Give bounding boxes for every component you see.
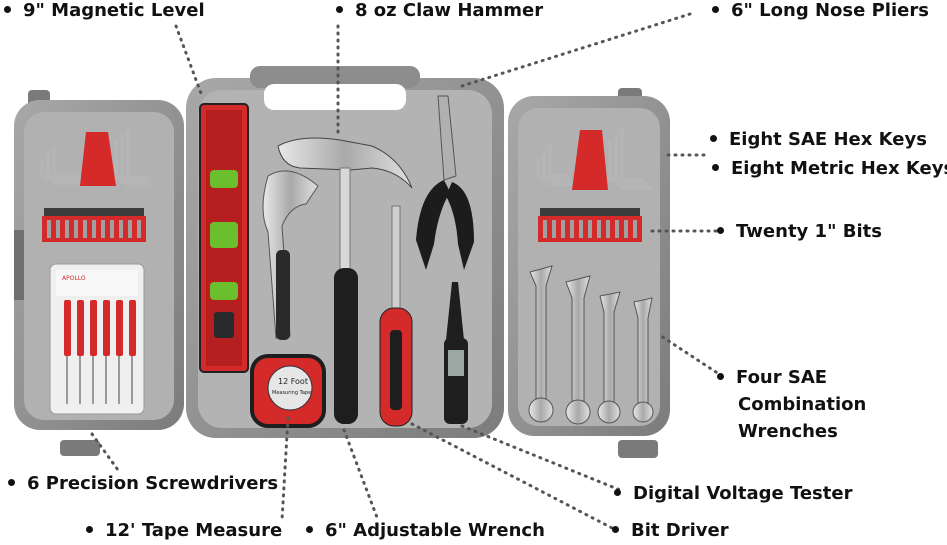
bullet-icon [717, 372, 724, 380]
tape-measure: 12 Foot Measuring Tape [250, 354, 326, 428]
combination-wrenches [528, 265, 654, 425]
hex-key-set-right [536, 128, 652, 190]
screwdriver-case-brand: APOLLO [62, 275, 86, 282]
hex-key-set-left [40, 128, 152, 188]
leader-long-nose-pliers [460, 12, 692, 88]
label-tape-measure: 12' Tape Measure [86, 517, 282, 544]
leader-magnetic-level [174, 24, 204, 98]
label-metric-hex-keys: Eight Metric Hex Keys [712, 155, 947, 182]
label-voltage-tester: Digital Voltage Tester [614, 480, 852, 507]
adjustable-wrench [262, 170, 319, 340]
tape-label-line1: 12 Foot [278, 377, 308, 386]
bit-strip-left [42, 208, 146, 242]
leader-bit-driver [410, 422, 614, 530]
label-bit-driver: Bit Driver [612, 517, 729, 544]
bit-strip-right [538, 208, 642, 242]
label-sae-hex-keys: Eight SAE Hex Keys [710, 126, 927, 153]
leader-precision-screwdrivers [90, 432, 120, 472]
bullet-icon [336, 5, 343, 13]
long-nose-pliers [416, 95, 474, 270]
tape-label-line2: Measuring Tape [272, 390, 311, 396]
leader-lines [90, 12, 724, 530]
bullet-icon [717, 226, 724, 234]
precision-screwdriver-case: APOLLO [49, 263, 145, 415]
claw-hammer [277, 137, 413, 424]
leader-wrenches [656, 332, 724, 378]
bit-driver [379, 205, 413, 427]
label-wrenches-line3: Wrenches [738, 421, 838, 442]
label-adjustable-wrench: 6" Adjustable Wrench [306, 517, 545, 544]
label-long-nose-pliers: 6" Long Nose Pliers [712, 0, 929, 24]
leader-tape-measure [280, 416, 290, 522]
magnetic-level [199, 103, 249, 373]
label-precision-screwdrivers: 6 Precision Screwdrivers [8, 470, 278, 497]
bullet-icon [8, 478, 15, 486]
leader-adjustable-wrench [342, 428, 380, 522]
label-bits: Twenty 1" Bits [717, 218, 882, 245]
bullet-icon [86, 525, 93, 533]
voltage-tester [444, 282, 468, 424]
leader-voltage-tester [460, 424, 622, 492]
label-claw-hammer: 8 oz Claw Hammer [336, 0, 543, 24]
center-case-panel: 12 Foot Measuring Tape [186, 66, 504, 438]
bullet-icon [612, 525, 619, 533]
bullet-icon [712, 5, 719, 13]
bullet-icon [306, 525, 313, 533]
right-case-panel [508, 88, 670, 458]
left-case-panel: APOLLO [14, 90, 184, 456]
bullet-icon [4, 5, 11, 13]
label-magnetic-level: 9" Magnetic Level [4, 0, 205, 24]
bullet-icon [614, 488, 621, 496]
label-wrenches: Four SAE [717, 364, 827, 391]
bullet-icon [710, 134, 717, 142]
bullet-icon [712, 163, 719, 171]
label-wrenches-line2: Combination [738, 394, 867, 415]
